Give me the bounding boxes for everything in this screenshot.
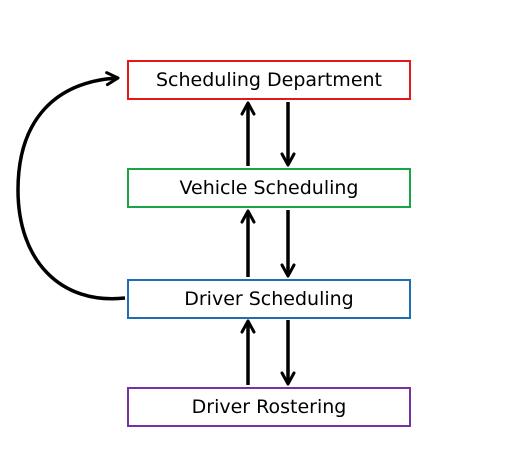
arrow-driver-scheduling-to-department-curved [16, 71, 126, 301]
node-vehicle-scheduling: Vehicle Scheduling [127, 168, 411, 208]
node-scheduling-department: Scheduling Department [127, 60, 411, 100]
node-driver-scheduling: Driver Scheduling [127, 279, 411, 319]
node-driver-rostering: Driver Rostering [127, 387, 411, 427]
